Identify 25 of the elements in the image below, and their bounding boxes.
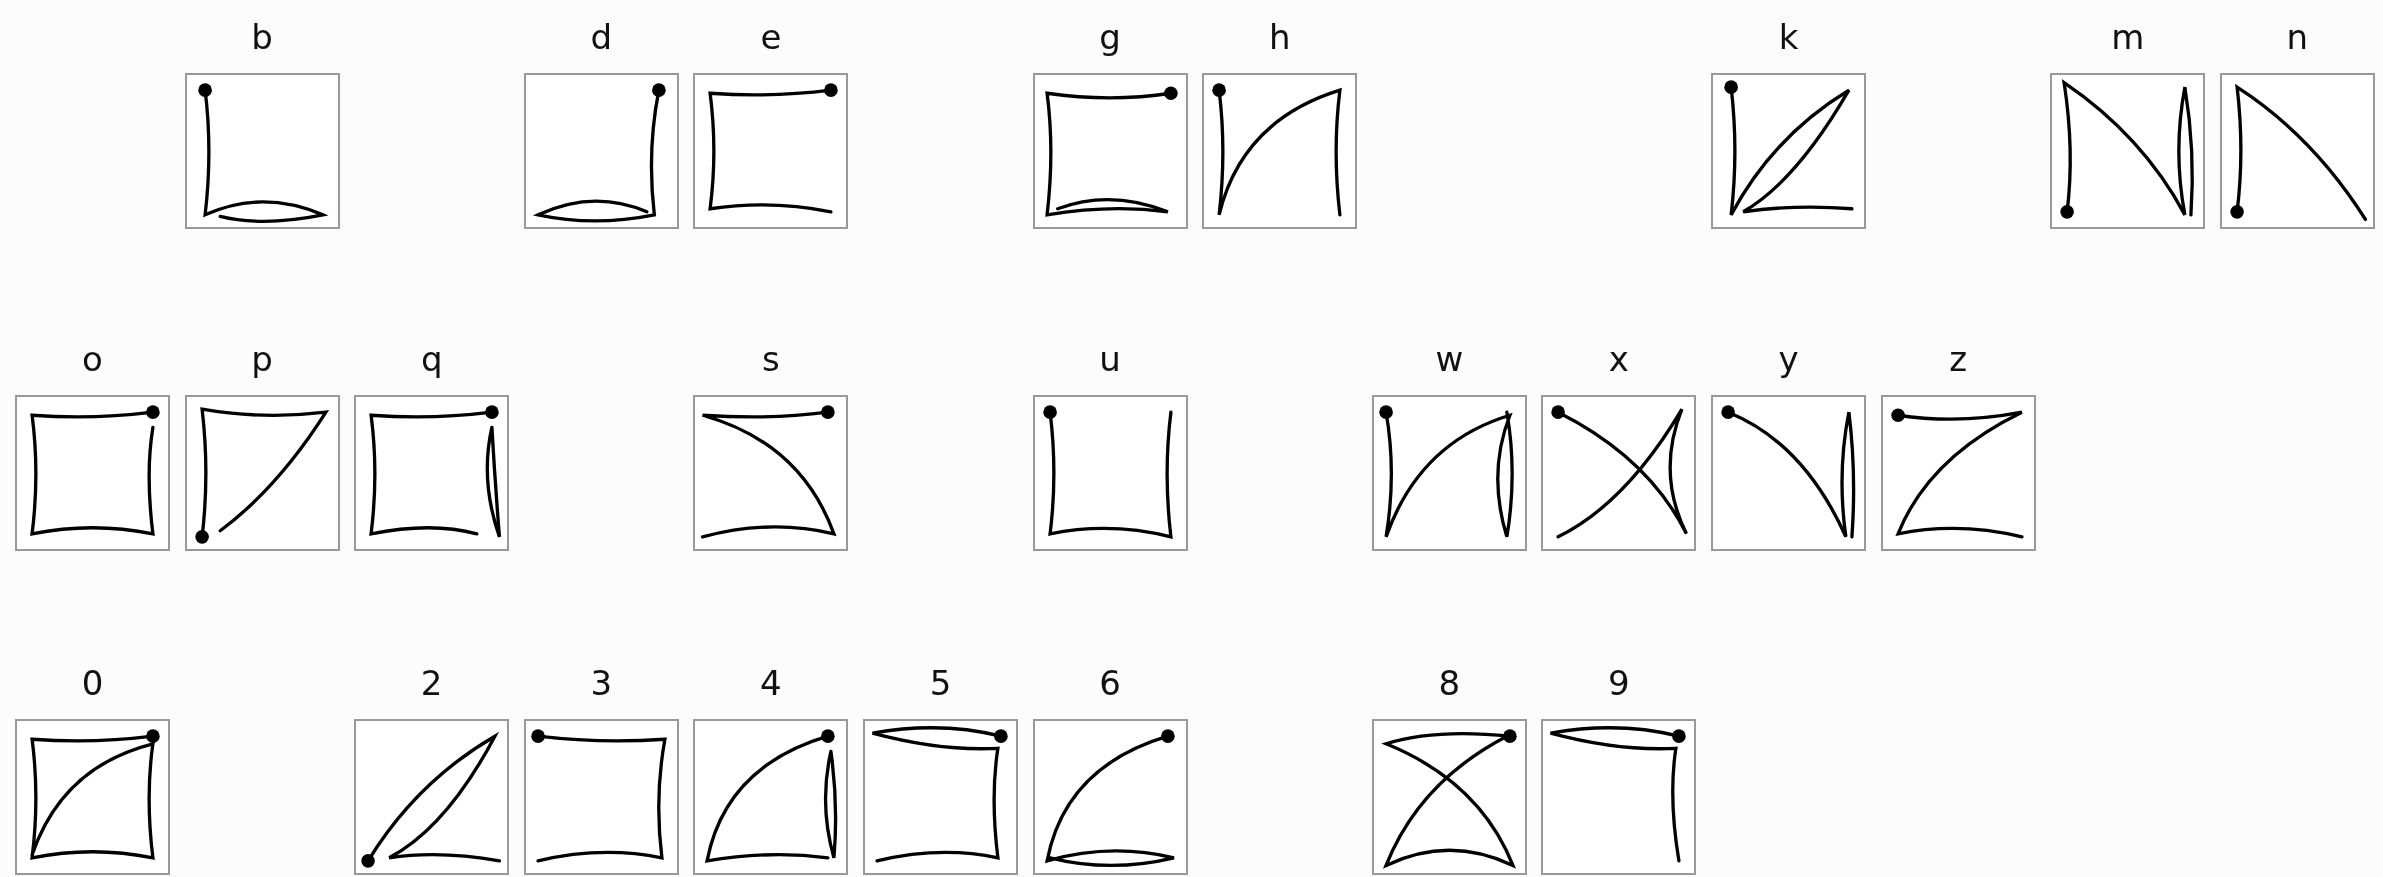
glyph-label: e — [759, 16, 783, 59]
glyph-label: 5 — [928, 662, 953, 705]
glyph-label: n — [2285, 16, 2310, 59]
glyph-label: g — [1098, 16, 1122, 59]
glyph-label: b — [250, 16, 274, 59]
glyph-label: u — [1098, 338, 1122, 381]
glyph-label: y — [1777, 338, 1800, 381]
glyph-label: w — [1434, 338, 1465, 381]
glyph-label: 8 — [1437, 662, 1462, 705]
glyph-label: h — [1267, 16, 1292, 59]
glyph-label: o — [81, 338, 104, 381]
glyph-label: 0 — [80, 662, 105, 705]
glyph-label: z — [1948, 338, 1968, 381]
glyph-label: p — [250, 338, 274, 381]
glyph-label: 2 — [419, 662, 444, 705]
glyph-label: 4 — [759, 662, 783, 705]
glyph-label: 3 — [589, 662, 614, 705]
glyph-label: q — [419, 338, 444, 381]
glyph-label: 6 — [1098, 662, 1122, 705]
glyph-label: k — [1777, 16, 1800, 59]
glyph-label: m — [2110, 16, 2146, 59]
glyph-label: s — [761, 338, 781, 381]
glyph-label: 9 — [1607, 662, 1631, 705]
glyph-label: d — [589, 16, 614, 59]
glyph-label: x — [1607, 338, 1630, 381]
